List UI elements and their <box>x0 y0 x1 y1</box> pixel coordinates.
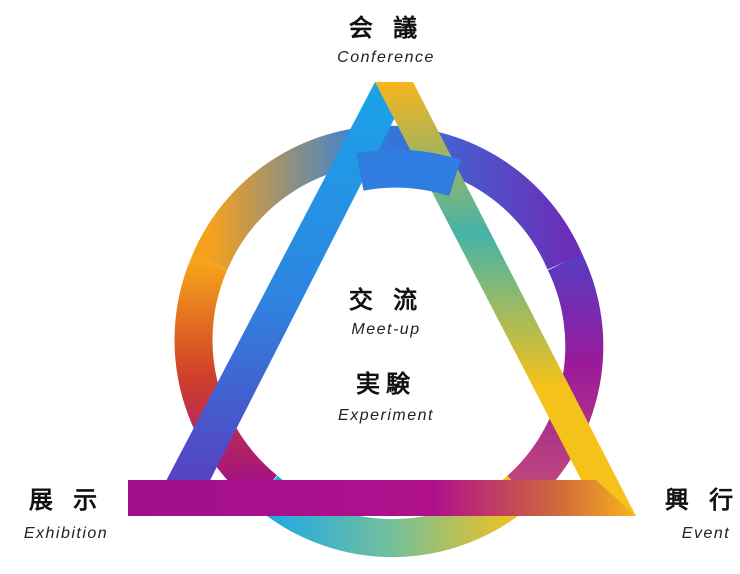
label-center-2-en: Experiment <box>338 407 434 424</box>
label-top-en: Conference <box>337 49 435 66</box>
triangle-left-band <box>156 82 413 500</box>
label-center-1-en: Meet-up <box>351 321 420 338</box>
ring-overlap-top <box>356 149 461 197</box>
label-left-en: Exhibition <box>24 525 108 542</box>
label-top-jp: 会 議 <box>349 14 423 42</box>
label-center-2-jp: 実験 <box>356 370 416 398</box>
triangle-bottom-band <box>128 480 636 516</box>
label-left-jp: 展 示 <box>29 486 103 514</box>
label-right-jp: 興 行 <box>665 486 739 514</box>
ring-arc-right <box>507 253 604 505</box>
label-center-1-jp: 交 流 <box>349 286 423 314</box>
ring-arc-left <box>174 254 278 505</box>
label-right-en: Event <box>682 525 730 542</box>
ring-arc-top <box>192 125 583 270</box>
